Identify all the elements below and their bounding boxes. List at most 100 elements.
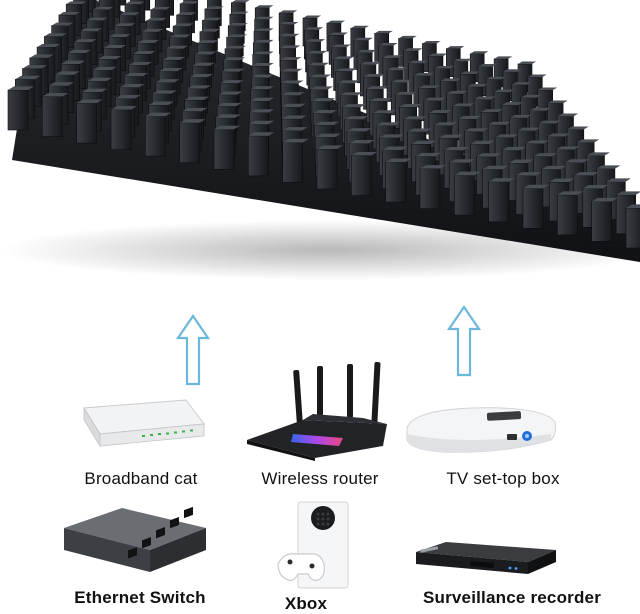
heatsink-fin-top bbox=[223, 57, 246, 61]
heatsink-fin-top bbox=[282, 127, 308, 131]
heatsink-fin-top bbox=[439, 134, 463, 138]
device-label: Wireless router bbox=[261, 469, 379, 488]
heatsink-fin-top bbox=[15, 75, 41, 80]
heatsink-fin-top bbox=[252, 62, 274, 67]
heatsink-fin-top bbox=[76, 99, 103, 104]
heatsink-fin-top bbox=[467, 83, 488, 87]
heatsink-fin-top bbox=[378, 43, 398, 46]
heatsink-fin-top bbox=[344, 116, 369, 120]
heatsink-fin-top bbox=[159, 68, 183, 72]
heatsink-fin bbox=[453, 174, 475, 216]
heatsink-fin bbox=[179, 122, 200, 164]
heatsink-fin-top bbox=[67, 49, 91, 54]
heatsink-fin-top bbox=[385, 158, 412, 163]
heatsink-fin-top bbox=[215, 114, 241, 118]
heatsink-fin-top bbox=[217, 102, 242, 107]
heatsink-fin-top bbox=[333, 56, 354, 60]
heatsink-fin-top bbox=[454, 171, 481, 176]
heatsink-fin bbox=[385, 161, 407, 203]
heatsink-fin-top bbox=[446, 90, 468, 94]
arrow-up-icon bbox=[447, 305, 481, 377]
heatsink-fin-top bbox=[146, 17, 167, 21]
heatsink-fin-top bbox=[192, 62, 215, 66]
heatsink-fin-top bbox=[54, 71, 80, 75]
heatsink-fin-top bbox=[582, 184, 609, 189]
heatsink-fin-top bbox=[517, 127, 541, 131]
heatsink-fin bbox=[76, 102, 97, 144]
heatsink-fin-top bbox=[372, 110, 397, 114]
set-top-box-icon bbox=[403, 404, 559, 456]
device-label: TV set-top box bbox=[446, 469, 560, 488]
heatsink-fin-top bbox=[204, 6, 224, 9]
heatsink-fin-top bbox=[187, 85, 212, 89]
arrow-up-icon bbox=[176, 314, 210, 386]
heatsink-fin-top bbox=[346, 128, 372, 132]
heatsink-fin-top bbox=[125, 1, 145, 5]
heatsink-fin-top bbox=[249, 109, 275, 113]
heatsink-fin-top bbox=[340, 92, 363, 96]
heatsink-fin-top bbox=[494, 56, 513, 59]
heatsink-fin-top bbox=[169, 34, 191, 38]
heatsink-fin-top bbox=[387, 67, 408, 71]
heatsink-fin-top bbox=[418, 85, 440, 89]
heatsink-fin-top bbox=[408, 60, 429, 64]
heatsink-fin-top bbox=[374, 30, 393, 34]
heatsink-fin-top bbox=[279, 10, 298, 13]
heatsink-fin-top bbox=[145, 112, 172, 117]
heatsink-fin-top bbox=[87, 77, 112, 82]
heatsink-fin-top bbox=[376, 122, 401, 126]
ethernet-switch-icon bbox=[58, 498, 212, 576]
heatsink-fin bbox=[488, 181, 510, 223]
heatsink-fin-top bbox=[202, 17, 223, 21]
heatsink-fin-top bbox=[61, 60, 86, 64]
heatsink-fin-top bbox=[73, 39, 97, 43]
heatsink-fin-top bbox=[228, 22, 248, 26]
heatsink-fin-top bbox=[282, 138, 309, 143]
heatsink-fin-top bbox=[509, 114, 532, 118]
heatsink-fin-top bbox=[8, 86, 34, 90]
heatsink-fin-top bbox=[44, 33, 67, 37]
heatsink-fin bbox=[110, 109, 132, 150]
heatsink-fin-top bbox=[573, 172, 599, 176]
heatsink-fin-top bbox=[280, 45, 301, 49]
heatsink-fin-top bbox=[194, 51, 217, 55]
heatsink-fin-top bbox=[199, 28, 221, 32]
heatsink-fin-top bbox=[525, 140, 549, 144]
device-label: Surveillance recorder bbox=[422, 588, 602, 607]
heatsink-fin-top bbox=[420, 165, 446, 169]
heatsink-fin-top bbox=[226, 34, 247, 38]
heatsink-fin-top bbox=[331, 44, 351, 48]
heatsink-fin-top bbox=[565, 159, 589, 163]
heatsink-fin-top bbox=[255, 5, 274, 8]
heatsink-fin-top bbox=[453, 58, 473, 62]
heatsink-fin-top bbox=[557, 191, 584, 195]
heatsink-fin-top bbox=[379, 134, 404, 138]
heatsink-fin-top bbox=[128, 61, 152, 66]
heatsink-fin-top bbox=[281, 80, 304, 84]
heatsink-fin-top bbox=[248, 132, 275, 136]
heatsink-fin bbox=[350, 155, 372, 196]
heatsink-fin-top bbox=[248, 120, 275, 125]
heatsink-fin-top bbox=[148, 101, 175, 105]
heatsink-fin-top bbox=[444, 146, 469, 151]
heatsink-fin-top bbox=[51, 22, 74, 26]
heatsink-fin-top bbox=[360, 61, 381, 65]
heatsink-fin-top bbox=[313, 109, 338, 114]
heatsink-fin bbox=[213, 129, 235, 170]
heatsink-fin-top bbox=[557, 113, 579, 117]
heatsink-fin-top bbox=[114, 23, 136, 27]
heatsink-fin-top bbox=[92, 66, 117, 71]
heatsink-fin-top bbox=[366, 86, 389, 90]
heatsink-image bbox=[0, 0, 640, 290]
heatsink-fin-top bbox=[66, 1, 87, 5]
heatsink-fin-top bbox=[353, 37, 373, 41]
heatsink-fin-top bbox=[398, 35, 417, 39]
heatsink-fin-top bbox=[369, 98, 393, 102]
heatsink-fin-top bbox=[306, 50, 328, 54]
heatsink-fin-top bbox=[415, 152, 442, 157]
heatsink-fin-top bbox=[182, 107, 208, 112]
heatsink-fin-top bbox=[423, 97, 446, 101]
heatsink-fin-top bbox=[382, 55, 403, 58]
heatsink-fin-top bbox=[251, 74, 274, 78]
heatsink-fin-top bbox=[452, 103, 475, 107]
